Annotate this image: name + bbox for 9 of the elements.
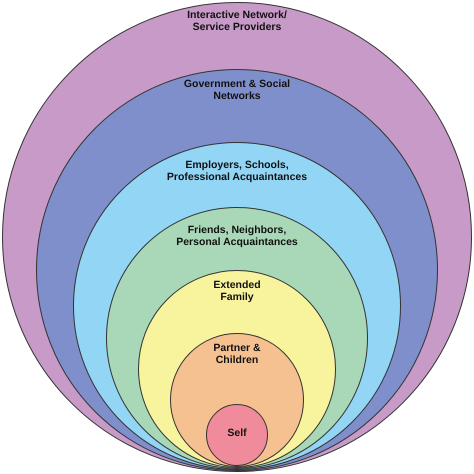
ring-label: Partner & Children: [212, 342, 262, 366]
ring-label: Interactive Network/ Service Providers: [186, 9, 288, 33]
ring-circle: [170, 333, 304, 467]
ring-label: Friends, Neighbors, Personal Acquaintances: [175, 224, 299, 248]
ring-label: Employers, Schools, Professional Acquaintances: [166, 159, 308, 183]
ring-label: Government & Social Networks: [182, 78, 292, 102]
ring-circle: [206, 404, 268, 466]
ring-label: Self: [226, 427, 248, 439]
ring-label: Extended Family: [212, 279, 262, 303]
